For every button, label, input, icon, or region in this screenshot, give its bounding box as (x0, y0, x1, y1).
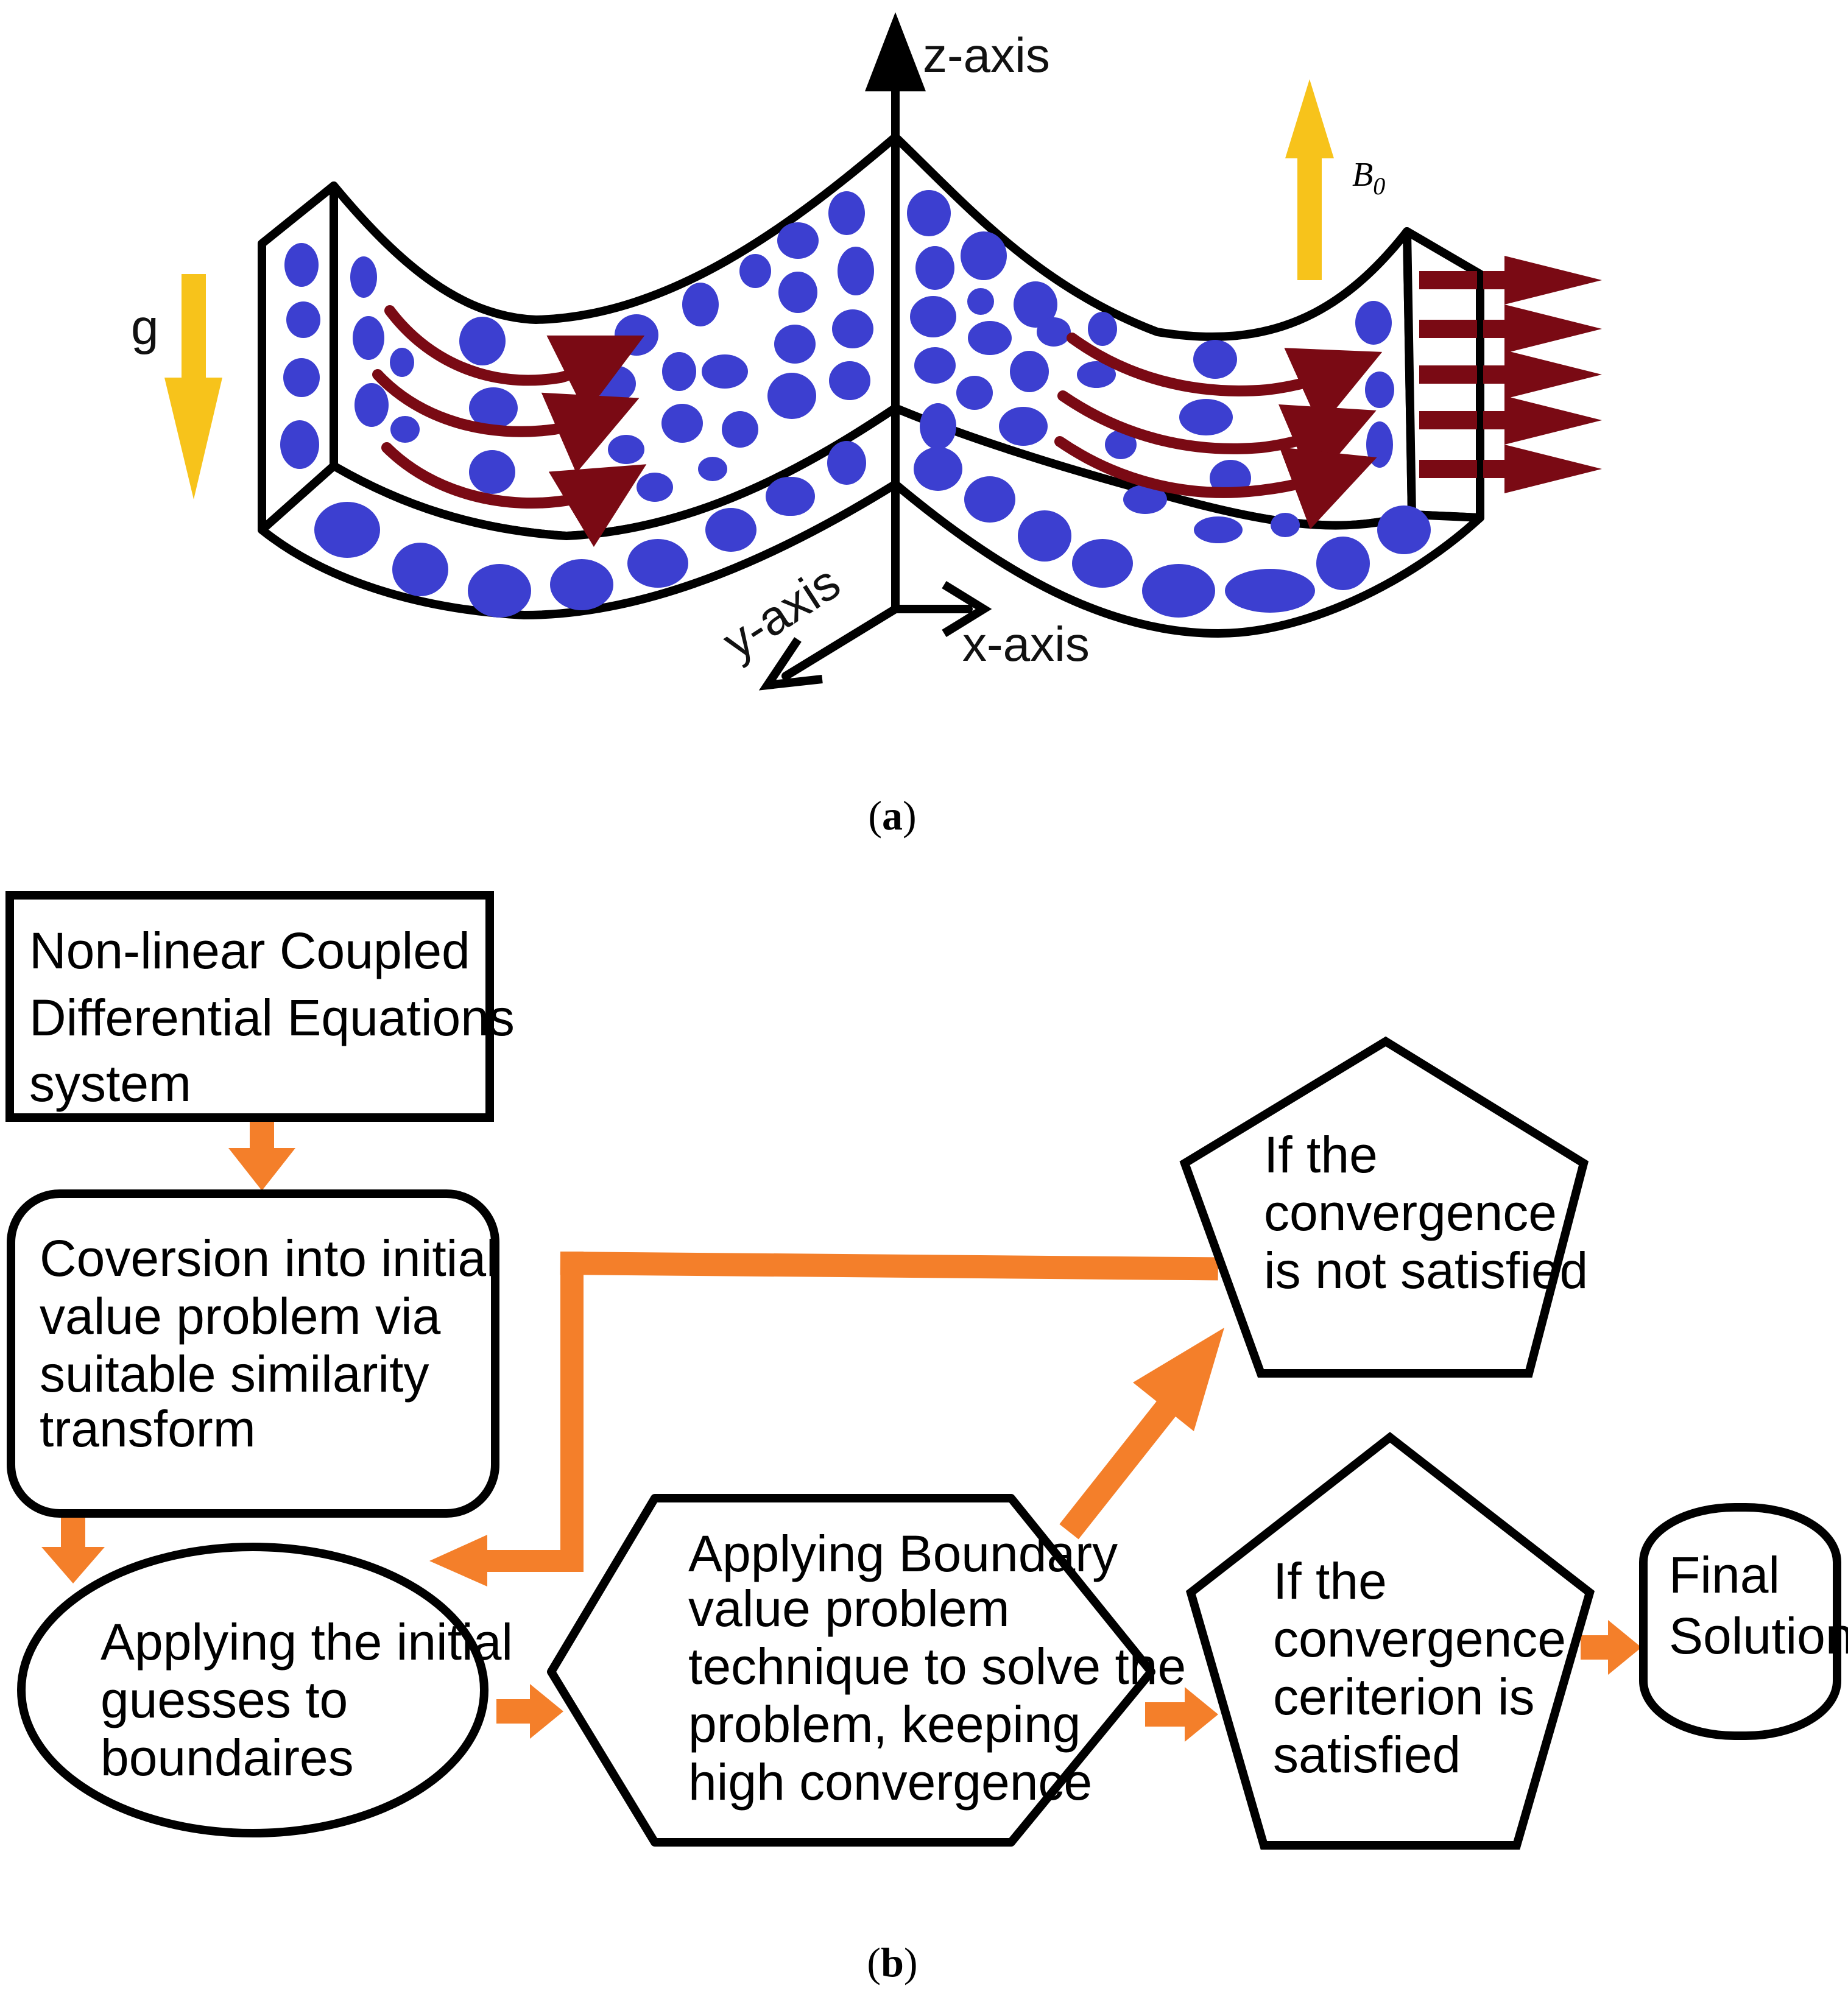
node-text-line: Applying the initial (101, 1613, 513, 1671)
node-text-line: system (29, 1055, 191, 1112)
channel-diagram: g B0 z-axis x-axis y-axis (131, 12, 1602, 691)
node-text-line: is not satisfied (1264, 1242, 1588, 1299)
arrow-satisfied-to-final (1581, 1620, 1642, 1675)
node-text-line: technique to solve the (688, 1638, 1186, 1695)
arrow-guesses-to-bvp (496, 1684, 563, 1739)
node-text-line: Coversion into initial (40, 1230, 498, 1287)
arrow-not-satisfied-loop-back (429, 1252, 1218, 1587)
arrow-bvp-to-satisfied (1145, 1687, 1218, 1742)
x-axis-arrowhead (942, 581, 992, 637)
node-text-line: Applying Boundary (688, 1525, 1118, 1582)
node-text-line: If the (1264, 1126, 1378, 1183)
node-text-line: guesses to (101, 1671, 348, 1728)
node-text-line: suitable similarity (40, 1345, 429, 1403)
node-not-satisfied: If the convergence is not satisfied (1179, 1036, 1589, 1378)
node-text-line: If the (1273, 1552, 1387, 1610)
magnetic-field-arrow (1285, 79, 1334, 280)
x-axis-label: x-axis (962, 617, 1090, 671)
flow-arrow (1054, 436, 1377, 530)
gravity-arrow (164, 274, 222, 499)
node-text-line: ceriterion is (1273, 1668, 1534, 1725)
node-satisfied: If the convergence ceriterion is satisfi… (1185, 1432, 1595, 1850)
flow-arrow (384, 305, 645, 414)
flow-arrow (1057, 390, 1377, 485)
flow-arrow (381, 442, 647, 548)
node-text-line: convergence (1264, 1184, 1557, 1241)
z-axis-label: z-axis (923, 28, 1050, 82)
caption-a: (a) (868, 792, 916, 839)
flow-arrow (372, 369, 640, 473)
node-guesses: Applying the initial guesses to boundair… (17, 1543, 513, 1837)
node-equations: Non-linear Coupled Differential Equation… (5, 891, 515, 1122)
arrow-bvp-to-not-satisfied (1059, 1328, 1224, 1540)
node-text-line: value problem (688, 1580, 1010, 1637)
node-bvp: Applying Boundary value problem techniqu… (547, 1494, 1186, 1847)
nanoparticles (280, 190, 1431, 618)
node-text-line: Final (1669, 1546, 1780, 1604)
flow-arrow (1067, 333, 1383, 428)
node-text-line: boundaires (101, 1729, 354, 1786)
node-text-line: Differential Equations (29, 989, 515, 1046)
node-text-line: transform (40, 1400, 256, 1457)
arrow-conversion-to-guesses (41, 1516, 105, 1583)
node-text-line: satisfied (1273, 1726, 1461, 1783)
node-text-line: value problem via (40, 1287, 441, 1345)
y-axis-arrowhead (758, 637, 823, 691)
connectors (41, 1118, 1642, 1742)
node-text-line: high convergence (688, 1753, 1092, 1811)
node-text-line: problem, keeping (688, 1696, 1081, 1753)
node-text-line: convergence (1273, 1610, 1566, 1668)
z-axis-arrowhead (865, 12, 926, 91)
magnetic-field-label: B0 (1352, 156, 1385, 200)
flowchart: Non-linear Coupled Differential Equation… (5, 891, 1848, 1850)
node-final: Final Solution (1639, 1503, 1848, 1740)
arrow-equations-to-conversion (228, 1118, 295, 1191)
outlet-arrows (1419, 256, 1602, 493)
flow-arrows (372, 305, 1383, 548)
node-text-line: Non-linear Coupled (29, 922, 470, 979)
coordinate-axes (781, 66, 973, 680)
node-conversion: Coversion into initial value problem via… (7, 1189, 499, 1518)
gravity-label: g (131, 300, 159, 355)
node-text-line: Solution (1669, 1607, 1848, 1664)
caption-b: (b) (867, 1939, 917, 1985)
